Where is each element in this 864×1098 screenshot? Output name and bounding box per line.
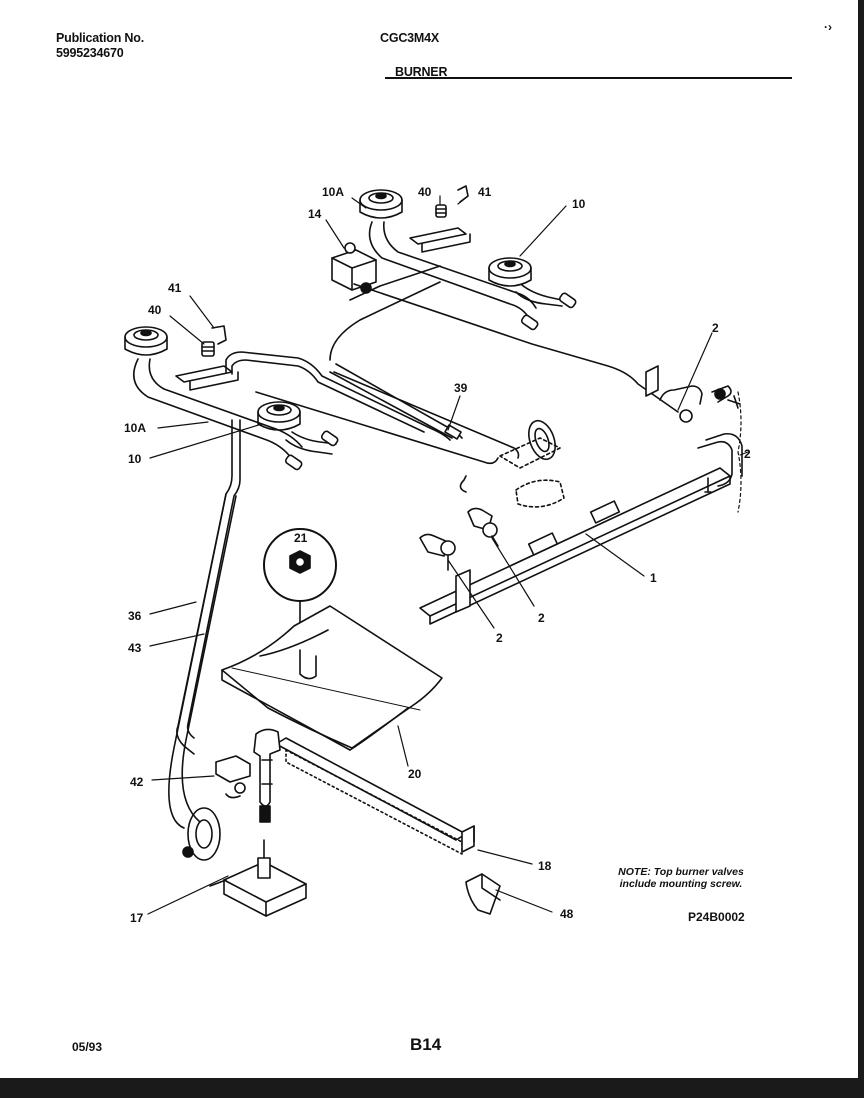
burner-tube-10-left bbox=[291, 431, 337, 445]
burner-valve-2-lower-b bbox=[467, 507, 499, 547]
callout-48: 48 bbox=[560, 907, 574, 921]
oven-burner-18 bbox=[275, 737, 475, 855]
burner-head-10A-left bbox=[124, 326, 168, 356]
leader-lines bbox=[147, 195, 749, 915]
model-number: CGC3M4X bbox=[380, 31, 440, 45]
callout-21: 21 bbox=[294, 531, 308, 545]
callout-41-left: 41 bbox=[168, 281, 182, 295]
callout-10A-top: 10A bbox=[322, 185, 344, 199]
burner-bracket-top bbox=[409, 227, 467, 245]
burner-valve-2-lower-a bbox=[419, 533, 471, 613]
gas-tubing bbox=[225, 265, 679, 493]
callout-2-upper: 2 bbox=[712, 321, 719, 335]
callout-40-top: 40 bbox=[418, 185, 432, 199]
screw-40-left bbox=[201, 341, 215, 357]
callout-39: 39 bbox=[454, 381, 468, 395]
callout-20: 20 bbox=[408, 767, 422, 781]
pressure-regulator-14 bbox=[331, 242, 377, 294]
safety-valve-17 bbox=[182, 807, 307, 917]
publication-date: 05/93 bbox=[72, 1040, 103, 1054]
burner-bracket-48 bbox=[465, 873, 501, 915]
callout-40-left: 40 bbox=[148, 303, 162, 317]
clip-41-left bbox=[211, 325, 227, 345]
page-number: B14 bbox=[410, 1035, 442, 1054]
callout-18: 18 bbox=[538, 859, 552, 873]
header-rule bbox=[385, 77, 792, 79]
callout-10A-left: 10A bbox=[124, 421, 146, 435]
callout-2-lower-b: 2 bbox=[496, 631, 503, 645]
scan-border-bottom bbox=[0, 1078, 864, 1098]
callout-14: 14 bbox=[308, 207, 322, 221]
scan-border-right bbox=[858, 0, 864, 1098]
callout-2-lower-a: 2 bbox=[538, 611, 545, 625]
callout-10-left: 10 bbox=[128, 452, 142, 466]
burner-head-10-left bbox=[257, 401, 301, 431]
publication-label: Publication No. bbox=[56, 31, 144, 45]
orifice-nut-inset-21 bbox=[263, 528, 337, 641]
callout-43: 43 bbox=[128, 641, 142, 655]
burner-tube-10A-top bbox=[368, 221, 531, 321]
corner-mark: ·› bbox=[824, 20, 832, 34]
publication-number: 5995234670 bbox=[56, 46, 124, 60]
burner-head-10-top bbox=[488, 257, 532, 287]
callout-10-top: 10 bbox=[572, 197, 586, 211]
valve-manifold-1 bbox=[419, 432, 743, 625]
burner-tube-10A-left bbox=[132, 358, 293, 460]
callout-1: 1 bbox=[650, 571, 657, 585]
burner-head-10A-top bbox=[359, 189, 403, 219]
burner-tube-10-top bbox=[521, 284, 567, 302]
screw-40-top bbox=[435, 204, 447, 218]
pilot-assembly-42 bbox=[215, 728, 281, 823]
figure-code: P24B0002 bbox=[688, 910, 745, 924]
callout-36: 36 bbox=[128, 609, 142, 623]
callout-labels: 10A 40 41 10 14 41 40 10A 10 39 2 2 1 2 … bbox=[124, 185, 751, 925]
burner-bracket-left bbox=[175, 365, 233, 383]
top-right-burner-assembly bbox=[359, 185, 577, 331]
oven-burner-baffle-20 bbox=[221, 605, 443, 751]
tube-36-43 bbox=[168, 419, 241, 829]
left-burner-assembly bbox=[124, 325, 339, 471]
callout-2-side: 2 bbox=[744, 447, 751, 461]
callout-42: 42 bbox=[130, 775, 144, 789]
burner-valve-2-upper-right bbox=[645, 365, 741, 423]
callout-41-top: 41 bbox=[478, 185, 492, 199]
section-title: BURNER bbox=[395, 65, 448, 79]
callout-17: 17 bbox=[130, 911, 144, 925]
note-text: NOTE: Top burner valves include mounting… bbox=[618, 866, 744, 890]
